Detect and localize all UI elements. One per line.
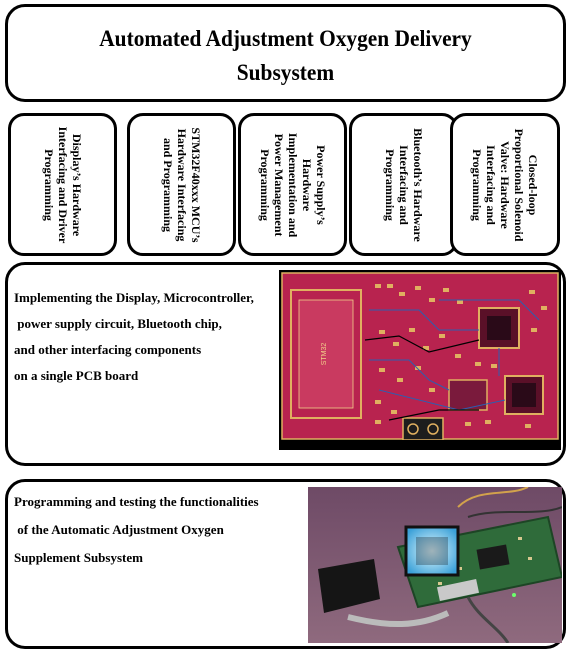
test-description: Programming and testing the functionalit… <box>14 488 314 572</box>
device-photo <box>308 487 562 643</box>
pcb-line-2: power supply circuit, Bluetooth chip, <box>14 316 222 331</box>
test-line-3: Supplement Subsystem <box>14 550 143 565</box>
pcb-board-label: STM32 <box>321 343 328 366</box>
title-line-1: Automated Adjustment Oxygen Delivery <box>99 26 472 51</box>
module-solenoid-valve: Closed-loop Proportional Solenoid Valve:… <box>450 113 560 256</box>
pcb-line-1: Implementing the Display, Microcontrolle… <box>14 290 254 305</box>
test-line-2: of the Automatic Adjustment Oxygen <box>14 522 224 537</box>
pcb-line-4: on a single PCB board <box>14 368 139 383</box>
module-display: Display’s Hardware Interfacing and Drive… <box>8 113 117 256</box>
module-bluetooth-label: Bluetooth’s Hardware Interfacing and Pro… <box>382 127 425 242</box>
module-power-supply-label: Power Supply’s Hardware Implementation a… <box>257 132 328 237</box>
module-solenoid-valve-label: Closed-loop Proportional Solenoid Valve:… <box>470 128 540 241</box>
test-line-1: Programming and testing the functionalit… <box>14 494 259 509</box>
title-box: Automated Adjustment Oxygen Delivery Sub… <box>5 4 566 102</box>
module-mcu: STM32F40xxx MCU’s Hardware Interfacing a… <box>127 113 236 256</box>
module-bluetooth: Bluetooth’s Hardware Interfacing and Pro… <box>349 113 458 256</box>
module-mcu-label: STM32F40xxx MCU’s Hardware Interfacing a… <box>160 126 203 243</box>
pcb-layout-image: STM32 <box>279 270 561 450</box>
pcb-line-3: and other interfacing components <box>14 342 202 357</box>
title-line-2: Subsystem <box>236 60 335 85</box>
module-power-supply: Power Supply’s Hardware Implementation a… <box>238 113 347 256</box>
module-display-label: Display’s Hardware Interfacing and Drive… <box>41 126 84 243</box>
pcb-description: Implementing the Display, Microcontrolle… <box>14 285 294 389</box>
